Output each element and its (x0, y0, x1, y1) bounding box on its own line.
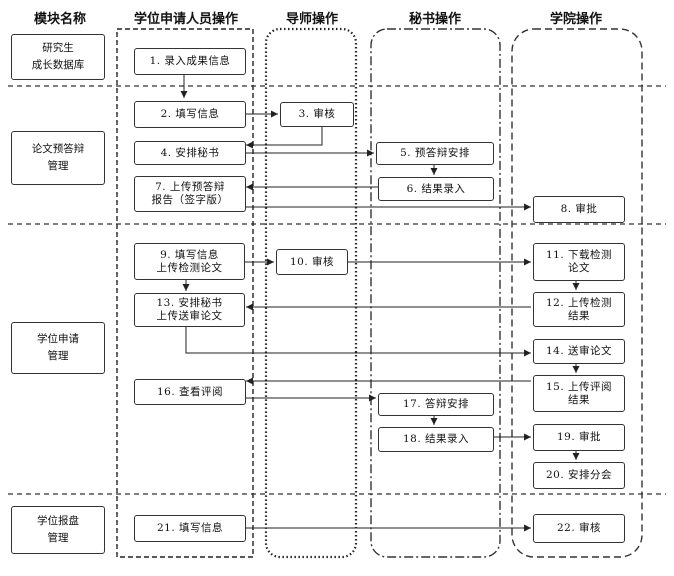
module-label: 学位申请 管理 (37, 333, 79, 362)
header-advisor: 导师操作 (285, 12, 338, 27)
step-5-box: 5. 预答辩安排 (376, 142, 494, 165)
step-4-box: 4. 安排秘书 (134, 141, 246, 165)
flow-arrows (180, 74, 580, 532)
step-6-box: 6. 结果录入 (378, 177, 494, 201)
step-18-box: 18. 结果录入 (378, 427, 494, 452)
step-1-box: 1. 录入成果信息 (134, 48, 246, 75)
lane-secretary (370, 28, 501, 558)
step-11-box: 11. 下载检测 论文 (533, 243, 625, 281)
arrow-13-14 (185, 325, 531, 357)
header-secretary: 秘书操作 (408, 12, 461, 27)
step-20-box: 20. 安排分会 (533, 462, 625, 489)
step-21-box: 21. 填写信息 (134, 515, 246, 542)
lane-advisor (264, 27, 358, 559)
step-10-box: 10. 审核 (276, 249, 348, 275)
module-label: 学位报盘 管理 (37, 515, 79, 544)
module-predefense: 论文预答辩 管理 (11, 131, 105, 185)
lane-college (511, 28, 643, 558)
step-19-box: 19. 审批 (533, 424, 625, 451)
module-label: 研究生 成长数据库 (31, 42, 85, 71)
module-growth-database: 研究生 成长数据库 (11, 34, 105, 80)
module-label: 论文预答辩 管理 (31, 143, 85, 172)
step-16-box: 16. 查看评阅 (134, 379, 246, 405)
step-3-box: 3. 审核 (280, 102, 354, 127)
step-13-box: 13. 安排秘书 上传送审论文 (134, 293, 245, 327)
step-2-box: 2. 填写信息 (134, 101, 246, 128)
module-degree-application: 学位申请 管理 (11, 322, 105, 374)
step-17-box: 17. 答辩安排 (378, 393, 494, 416)
arrow-3-4 (246, 125, 323, 149)
header-college: 学院操作 (549, 12, 602, 27)
header-student: 学位申请人员操作 (133, 12, 238, 27)
step-7-box: 7. 上传预答辩 报告（签字版） (134, 176, 246, 212)
header-module: 模块名称 (33, 12, 86, 27)
lane-student (116, 28, 254, 558)
step-15-box: 15. 上传评阅 结果 (533, 375, 625, 412)
step-22-box: 22. 审核 (533, 514, 625, 543)
module-degree-report: 学位报盘 管理 (11, 506, 105, 554)
step-14-box: 14. 送审论文 (533, 339, 625, 364)
step-12-box: 12. 上传检测 结果 (533, 292, 625, 327)
step-8-box: 8. 审批 (533, 196, 625, 223)
step-9-box: 9. 填写信息 上传检测论文 (134, 243, 245, 280)
